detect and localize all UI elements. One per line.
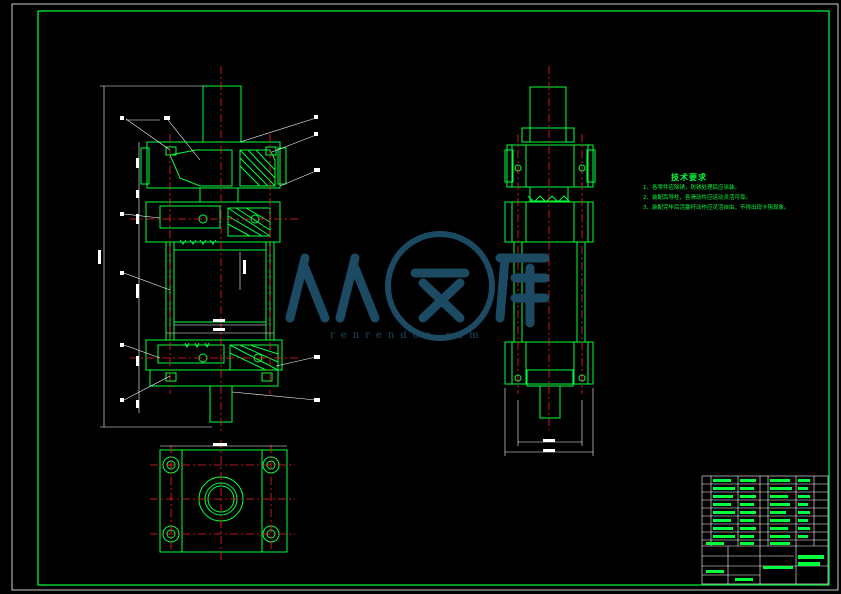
tech-requirement-1: 1、各零件应除锈，防锈处理后应涂装。 bbox=[643, 185, 741, 191]
side-centerlines bbox=[517, 66, 583, 430]
tech-requirement-2: 2、装配后导柱，各滑动件应运动灵活可靠。 bbox=[643, 195, 752, 201]
front-section-view bbox=[140, 85, 287, 423]
title-block-text bbox=[706, 479, 824, 581]
tech-requirements: 技术要求 1、各零件应除锈，防锈处理后应涂装。 2、装配后导柱，各滑动件应运动灵… bbox=[643, 172, 790, 213]
outer-frame bbox=[11, 3, 839, 591]
tech-requirement-3: 3、装配完毕后活塞杆动作应灵活自由，不得出现卡阻现象。 bbox=[643, 205, 790, 211]
front-centerlines bbox=[130, 66, 300, 432]
tech-requirements-title: 技术要求 bbox=[671, 173, 707, 182]
front-dimensions bbox=[100, 85, 317, 428]
inner-frame bbox=[37, 10, 830, 586]
watermark-logo bbox=[285, 231, 550, 341]
watermark-url: renrendoc.com bbox=[330, 330, 485, 341]
plan-centerlines bbox=[150, 440, 295, 560]
front-dimension-labels bbox=[98, 115, 320, 408]
